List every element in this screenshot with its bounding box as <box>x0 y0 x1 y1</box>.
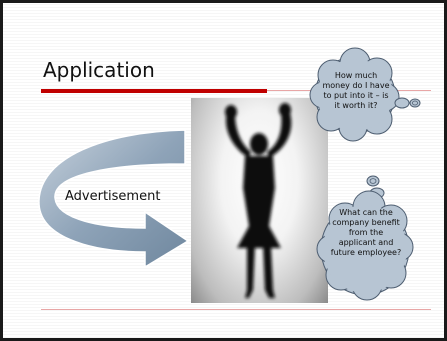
slide-title: Application <box>43 58 155 82</box>
thought-cloud-bottom-icon <box>316 175 414 301</box>
arrow-label: Advertisement <box>65 189 161 204</box>
person-silhouette-icon <box>225 103 292 298</box>
silhouette-photo <box>191 98 328 303</box>
slide: Application Advertisement <box>3 3 444 338</box>
bottom-rule <box>41 309 431 310</box>
curved-arrow-icon <box>38 129 190 268</box>
cloud-bottom-text: What can the company benefit from the ap… <box>330 208 402 257</box>
title-underline <box>41 89 267 93</box>
thought-cloud-top-icon <box>309 47 421 142</box>
cloud-top-text: How much money do I have to put into it … <box>322 71 390 110</box>
